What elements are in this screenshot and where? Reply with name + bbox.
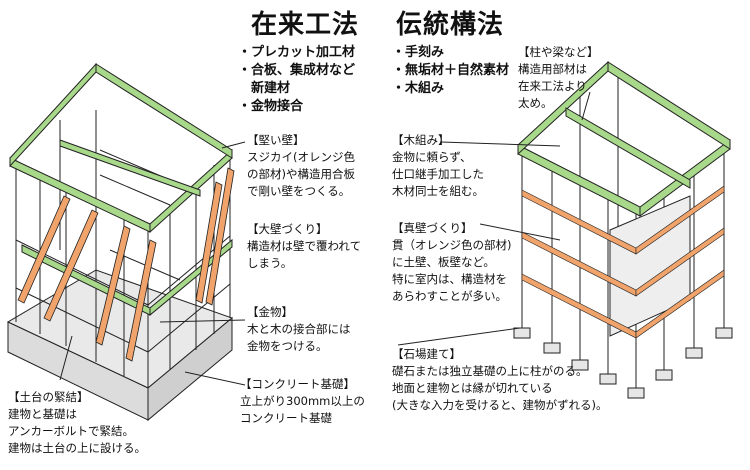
callout-dodai: 【土台の緊結】 建物と基礎は アンカーボルトで緊結。 建物は土台の上に設ける。 [8,389,146,457]
callout-line: 地面と建物とは縁が切れている [392,381,553,395]
callout-shinkabe: 【真壁づくり】 貫（オレンジ色の部材) に土壁、板壁など。 特に室内は、構造材を… [392,220,512,305]
zairai-braces [17,167,235,362]
callout-line: スジカイ(オレンジ色 [247,150,355,164]
callout-line: の部材)や構造用合板 [247,167,355,181]
dentou-feature-1: ・手刻み [392,45,445,60]
callout-head: 【石場建て】 [392,347,461,361]
callout-line: アンカーボルトで緊結。 [8,424,135,438]
dentou-beams [517,60,731,217]
callout-head: 【土台の緊結】 [8,390,89,404]
callout-line: 木と木の接合部には [247,322,351,336]
callout-kanamono: 【金物】 木と木の接合部には 金物をつける。 [247,304,351,355]
title-dentou: 伝統構法 [396,10,505,40]
callout-line: 金物に頼らず、 [392,150,472,164]
callout-line: 礎石または独立基礎の上に柱がのる。 [392,364,588,378]
callout-line: 在来工法より [518,79,587,93]
callout-head: 【大壁づくり】 [247,222,328,236]
dentou-nuki [521,185,725,339]
callout-line: 特に室内は、構造材を [392,272,507,286]
callout-line: 建物は土台の上に設ける。 [8,441,146,455]
callout-line: 立上がり300mm以上の [240,394,365,408]
callout-head: 【柱や梁など】 [518,45,599,59]
callout-concrete: 【コンクリート基礎】 立上がり300mm以上の コンクリート基礎 [240,376,365,427]
callout-line: 建物と基礎は [8,407,77,421]
callout-line: に土壁、板壁など。 [392,255,495,269]
callout-line: 金物をつける。 [247,339,328,353]
callout-head: 【コンクリート基礎】 [240,377,355,391]
callout-line: (大きな入力を受けると、建物がずれる)。 [392,398,608,412]
callout-kigumi: 【木組み】 金物に頼らず、 仕口継手加工した 木材同士を組む。 [392,132,484,200]
callout-head: 【木組み】 [392,133,450,147]
leader-lines [59,91,591,386]
zairai-beams [9,62,233,317]
callout-head: 【真壁づくり】 [392,221,473,235]
zairai-feature-1: ・プレカット加工材 [238,45,356,60]
callout-head: 【金物】 [247,305,293,319]
callout-line: 木材同士を組む。 [392,184,484,198]
callout-line: 貫（オレンジ色の部材) [392,238,512,252]
zairai-feature-4: ・金物接合 [238,99,304,114]
callout-line: 仕口継手加工した [392,167,484,181]
callout-line: 構造用部材は [518,62,587,76]
callout-head: 【堅い壁】 [247,133,305,147]
callout-hashira: 【柱や梁など】 構造用部材は 在来工法より 太め。 [518,44,599,112]
dentou-foundation-stones [513,327,733,399]
dentou-feature-2: ・無垢材＋自然素材 [392,63,510,78]
callout-katai-kabe: 【堅い壁】 スジカイ(オレンジ色 の部材)や構造用合板 で剛い壁をつくる。 [247,132,355,200]
callout-line: コンクリート基礎 [240,411,332,425]
zairai-feature-2: ・合板、集成材など [238,63,356,78]
zairai-feature-3: 新建材 [238,81,291,96]
callout-line: で剛い壁をつくる。 [247,184,351,198]
dentou-frame-illustration [521,72,725,390]
callout-line: 構造材は壁で覆われて [247,239,362,253]
callout-line: あらわすことが多い。 [392,289,507,303]
callout-line: しまう。 [247,256,293,270]
dentou-features: ・手刻み ・無垢材＋自然素材 ・木組み [392,44,509,98]
callout-ishibadate: 【石場建て】 礎石または独立基礎の上に柱がのる。 地面と建物とは縁が切れている … [392,346,608,414]
zairai-features: ・プレカット加工材 ・合板、集成材など 新建材 ・金物接合 [238,44,355,116]
callout-line: 太め。 [518,96,553,110]
title-zairai: 在来工法 [251,10,360,40]
callout-ookabe: 【大壁づくり】 構造材は壁で覆われて しまう。 [247,221,361,272]
dentou-feature-3: ・木組み [392,81,445,96]
